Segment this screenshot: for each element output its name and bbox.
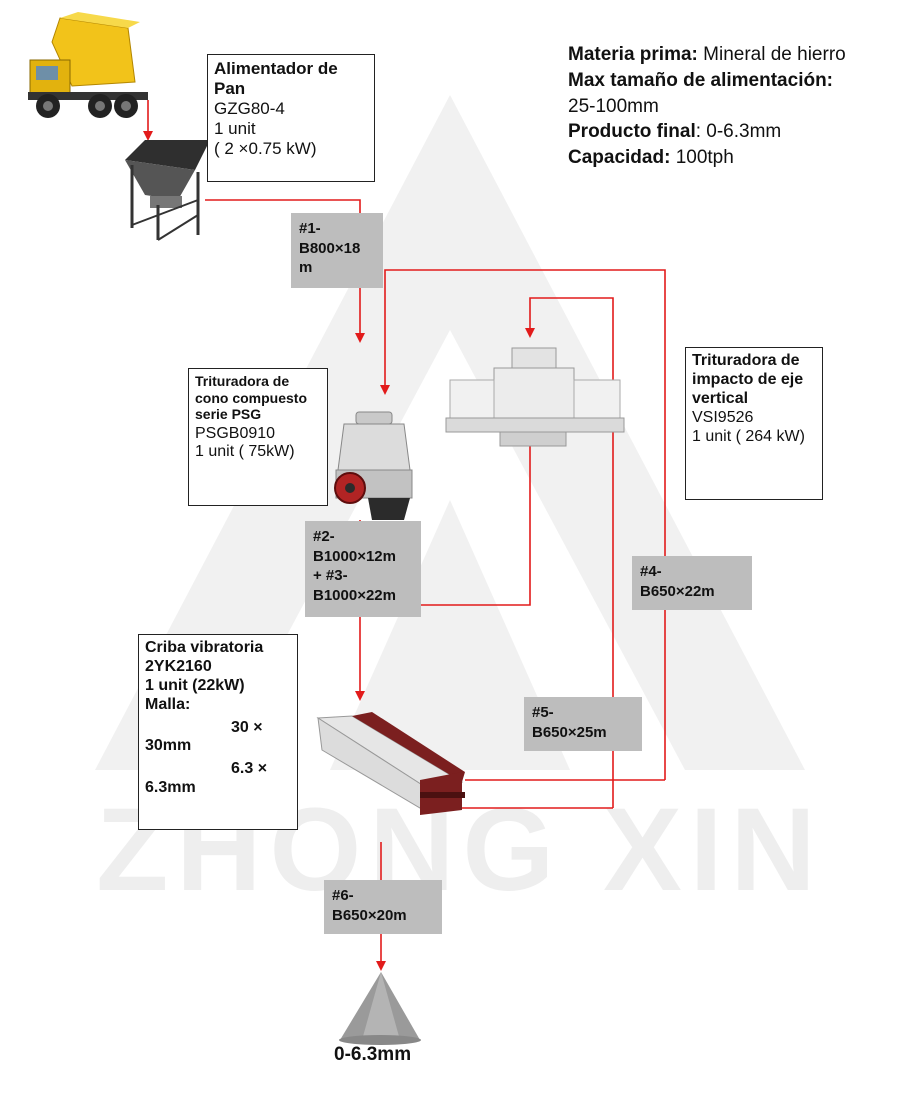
cone-title-line3: serie PSG [195, 406, 262, 423]
screen-mesh1-a: 30 × [231, 718, 263, 736]
capacity-value: 100tph [670, 147, 734, 169]
final-product-label: Producto final [568, 121, 696, 143]
vsi-crusher-icon [445, 347, 625, 447]
vsi-qty: 1 unit ( 264 kW) [692, 427, 805, 445]
final-product-caption: 0-6.3mm [334, 1044, 412, 1065]
cone-qty: 1 unit ( 75kW) [195, 443, 295, 461]
screen-qty: 1 unit (22kW) [145, 676, 245, 694]
vsi-title: Trituradora de impacto de eje vertical [692, 352, 804, 407]
raw-material-value: Mineral de hierro [697, 44, 846, 65]
screen-model: 2YK2160 [145, 657, 212, 675]
feeder-power: ( 2 ×0.75 kW) [214, 139, 317, 159]
belt-6-label: #6-B650×20m [324, 880, 442, 934]
cone-crusher-icon [334, 411, 413, 520]
vibrating-screen-icon [316, 712, 465, 815]
sand-pile-icon [339, 972, 421, 1045]
feeder-box: Alimentador de Pan GZG80-4 1 unit ( 2 ×0… [207, 54, 375, 182]
cone-crusher-box: Trituradora de cono compuesto serie PSG … [188, 368, 328, 506]
vsi-model: VSI9526 [692, 408, 754, 426]
cone-title-line2: cono compuesto [195, 389, 308, 406]
screen-mesh2-a: 6.3 × [231, 760, 268, 778]
cone-title-line1: Trituradora de [195, 373, 290, 389]
capacity-label: Capacidad: [568, 147, 671, 169]
screen-mesh-label: Malla: [145, 695, 191, 713]
raw-material-label: Materia prima: [568, 44, 698, 65]
pan-feeder-icon [125, 140, 210, 241]
max-feed-value: 25-100mm [568, 95, 659, 117]
screen-mesh2-b: 6.3mm [145, 779, 196, 797]
feeder-model: GZG80-4 [214, 99, 285, 119]
feeder-qty: 1 unit [214, 119, 256, 139]
vsi-box: Trituradora de impacto de eje vertical V… [685, 347, 823, 500]
cone-model: PSGB0910 [195, 424, 276, 442]
belt-4-label: #4-B650×22m [632, 556, 752, 610]
process-parameters: Materia prima: Mineral de hierro Max tam… [568, 42, 893, 171]
final-product-value: : 0-6.3mm [695, 121, 782, 143]
belt-5-label: #5-B650×25m [524, 697, 642, 751]
screen-title: Criba vibratoria [145, 639, 264, 656]
dump-truck-icon [28, 12, 148, 118]
belt-2-3-label: #2-B1000×12m+ #3-B1000×22m [305, 521, 421, 617]
feeder-title: Alimentador de Pan [214, 59, 338, 99]
screen-mesh1-b: 30mm [145, 737, 192, 755]
screen-box: Criba vibratoria 2YK2160 1 unit (22kW) M… [138, 634, 298, 830]
max-feed-label: Max tamaño de alimentación: [568, 69, 834, 91]
